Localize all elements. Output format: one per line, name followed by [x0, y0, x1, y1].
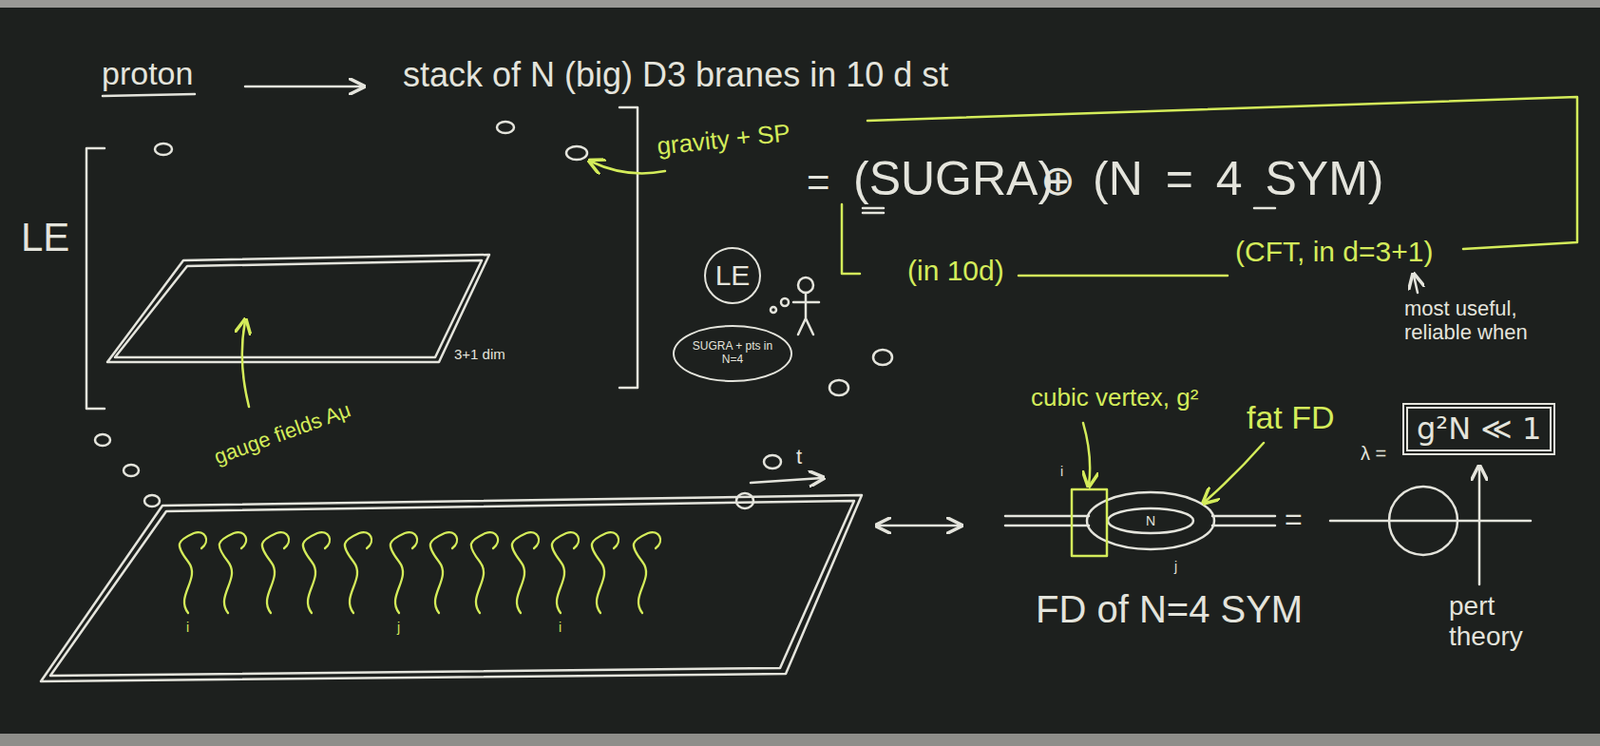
arrow: [1083, 422, 1090, 485]
stick-figure: [798, 277, 814, 293]
heading-text: stack of N (big) D3 branes in 10 d st: [402, 55, 949, 95]
note-text: gauge fields Aμ: [210, 397, 354, 469]
note-text: (in 10d): [907, 254, 1005, 288]
direct-sum: ⊕: [1040, 156, 1076, 206]
open-string: [633, 532, 661, 613]
bracket: [86, 148, 105, 409]
equals-sign: =: [1284, 501, 1303, 537]
note-text: cubic vertex, g²: [1030, 383, 1199, 413]
open-string: [591, 532, 619, 613]
underline: [102, 94, 195, 96]
open-string: [262, 532, 289, 613]
caption-text: FD of N=4 SYM: [1035, 587, 1303, 631]
stick-figure: [793, 292, 820, 335]
index-label: i: [558, 619, 562, 635]
node-text: SUGRA + pts in N=4: [690, 340, 775, 367]
closed-string: [154, 143, 172, 155]
index-label: j: [397, 619, 400, 635]
closed-string: [873, 349, 893, 365]
closed-string: [736, 493, 754, 509]
formula-term: (SUGRA): [853, 152, 1054, 208]
double-arrow: [877, 524, 960, 528]
thought-dot: [770, 306, 777, 313]
dimension-label: 3+1 dim: [454, 345, 506, 362]
closed-string: [566, 146, 588, 160]
index-label: i: [186, 619, 190, 635]
arrow: [245, 85, 362, 89]
vertex-box: [1071, 489, 1107, 556]
closed-string: [144, 495, 160, 507]
open-string: [430, 532, 458, 613]
brane-plane: [50, 500, 855, 676]
brane-plane: [114, 260, 482, 358]
note-text: fat FD: [1246, 399, 1335, 437]
arrow: [750, 477, 822, 483]
equals-sign: =: [806, 159, 831, 206]
thought-bubble: SUGRA + pts in N=4: [672, 324, 793, 382]
note-text: gravity + SP: [655, 118, 792, 161]
loop: [1389, 486, 1458, 555]
open-string: [552, 532, 579, 613]
symbol-label: λ =: [1360, 442, 1387, 465]
time-label: t: [796, 444, 802, 469]
arrow: [590, 161, 666, 173]
heading-word: proton: [101, 55, 193, 93]
node-text: LE: [715, 259, 751, 293]
open-string: [471, 532, 498, 613]
brane-plane: [107, 254, 490, 362]
arrow: [1478, 467, 1482, 585]
open-string: [219, 532, 247, 613]
underline: [862, 208, 1276, 213]
open-string: [179, 532, 207, 613]
fat-loop: [1107, 508, 1194, 534]
open-string: [390, 532, 418, 613]
board-edge: [0, 0, 1600, 8]
closed-string: [123, 464, 139, 477]
note-text: pert theory: [1448, 590, 1554, 652]
node-text: g²N ≪ 1: [1416, 411, 1542, 447]
thought-dot: [780, 298, 789, 306]
open-string: [303, 532, 330, 613]
formula-term: (N = 4 SYM): [1092, 152, 1384, 208]
rule-line: [1018, 274, 1228, 278]
board-ledge: [0, 733, 1600, 746]
closed-string: [496, 121, 515, 134]
note-text: most useful, reliable when: [1404, 296, 1576, 345]
index-label: j: [1174, 558, 1178, 574]
bracket: [841, 204, 860, 274]
arrow: [1204, 442, 1264, 502]
brane-plane: [40, 495, 862, 682]
boxed-condition: g²N ≪ 1: [1402, 402, 1556, 456]
fat-propagator: [1005, 515, 1276, 526]
index-label: i: [1060, 463, 1064, 479]
arrow: [1413, 275, 1418, 293]
closed-string: [829, 380, 849, 396]
note-text: (CFT, in d=3+1): [1235, 235, 1433, 269]
open-string: [344, 532, 372, 613]
bracket: [619, 107, 638, 388]
closed-string: [95, 434, 111, 446]
propagator: [1330, 519, 1531, 523]
closed-string: [763, 455, 781, 469]
thought-circle: LE: [704, 247, 762, 305]
index-label: N: [1145, 513, 1156, 529]
arrow: [242, 321, 249, 407]
open-string: [512, 532, 539, 613]
bracket-label: LE: [20, 214, 70, 261]
